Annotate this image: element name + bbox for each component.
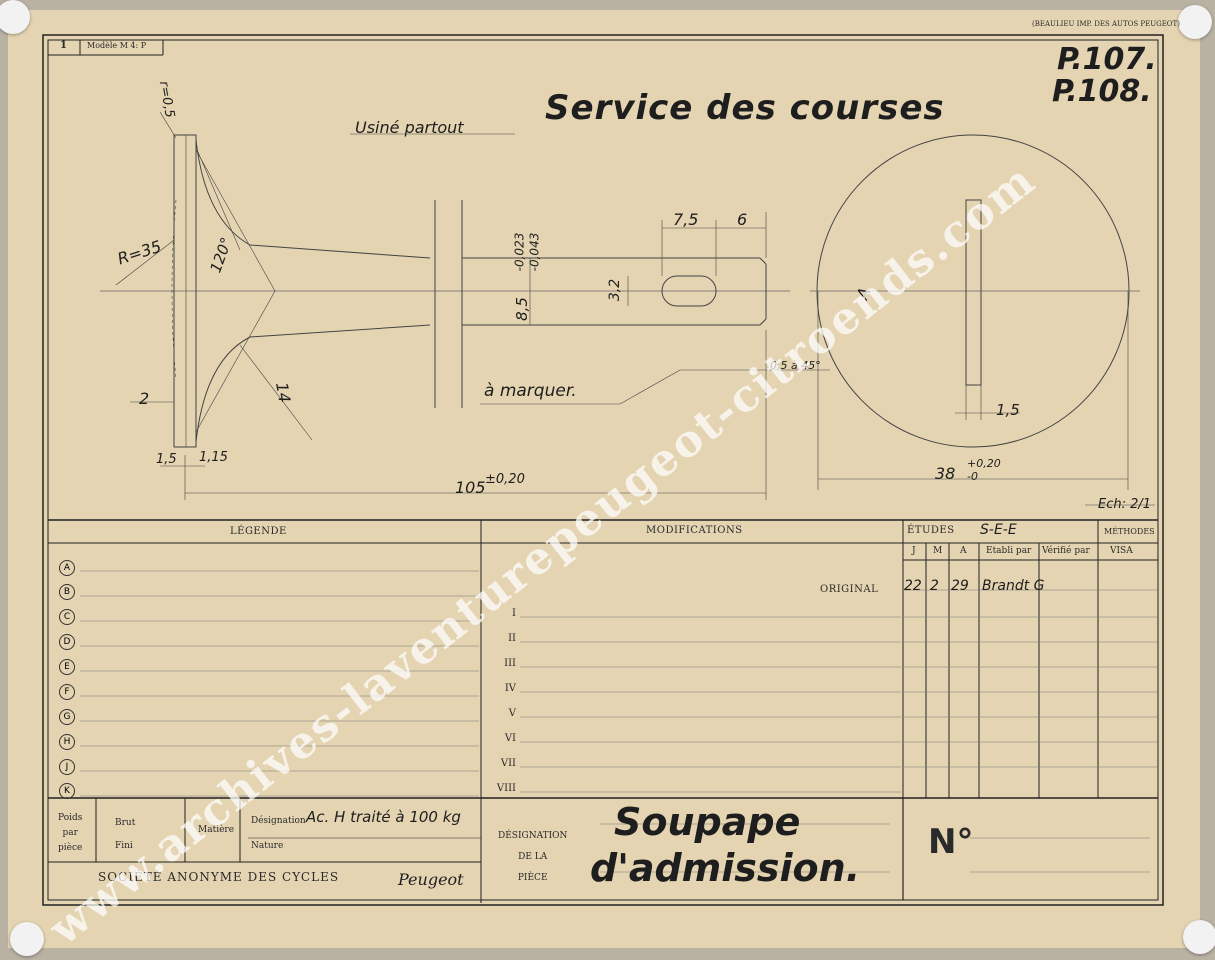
original-author: Brandt G xyxy=(982,578,1045,594)
etudes-label: ÉTUDES xyxy=(907,525,955,536)
piece-name-line1: Soupape xyxy=(614,800,801,844)
dim-slot-view-width: 1,5 xyxy=(996,401,1020,419)
poids-label: Poids par pièce xyxy=(58,813,83,853)
modification-row: VI xyxy=(504,733,516,744)
legend-item: E xyxy=(59,659,75,675)
dim-head-diameter: 38 xyxy=(935,464,956,483)
outer-frame xyxy=(42,34,1164,906)
legend-item: G xyxy=(59,709,75,725)
dim-1-5: 1,5 xyxy=(156,452,177,467)
inner-frame xyxy=(47,39,1159,901)
pin-bottom-right xyxy=(1183,920,1215,954)
brut-label: Brut xyxy=(115,818,136,828)
piece-name-line2: d'admission. xyxy=(590,846,861,890)
original-year: 29 xyxy=(951,578,969,594)
legend-header: LÉGENDE xyxy=(230,526,287,537)
drawing-title: Service des courses xyxy=(545,88,945,128)
legend-item: J xyxy=(59,759,75,775)
modification-row: VII xyxy=(500,758,516,769)
modification-row: III xyxy=(504,658,516,669)
legend-item: C xyxy=(59,609,75,625)
pin-top-right xyxy=(1178,5,1212,39)
sheet-number: 1 xyxy=(60,40,67,51)
dim-seat-width: 14 xyxy=(272,380,295,405)
pin-top-left xyxy=(0,0,30,34)
dim-end-length: 6 xyxy=(737,210,748,229)
original-month: 2 xyxy=(930,578,939,594)
original-label: ORIGINAL xyxy=(820,584,879,595)
original-day: 22 xyxy=(904,578,922,594)
modification-row: II xyxy=(508,633,516,644)
methodes-label: MÉTHODES xyxy=(1104,527,1155,536)
dim-slot-width: 3,2 xyxy=(607,278,624,302)
modifications-header: MODIFICATIONS xyxy=(646,525,743,536)
dim-slot-length: 7,5 xyxy=(673,210,699,229)
pin-bottom-left xyxy=(10,922,44,956)
dim-stem-diameter: 8,5 xyxy=(512,297,531,321)
machined-note: Usiné partout xyxy=(355,118,464,137)
part-number-1: P.107. xyxy=(1057,42,1157,77)
dim-head-tol-upper: +0,20 xyxy=(967,457,1001,470)
valve-end-view xyxy=(810,134,1155,506)
col-m: M xyxy=(933,546,943,556)
part-number-2: P.108. xyxy=(1052,74,1152,109)
col-etabli: Etabli par xyxy=(986,546,1032,556)
dim-total-length: 105 xyxy=(455,478,486,497)
ruled-lines xyxy=(80,570,1158,873)
nature-label: Nature xyxy=(251,841,284,851)
material-designation: Ac. H traité à 100 kg xyxy=(306,808,461,826)
col-a: A xyxy=(960,546,967,556)
dim-stem-tol-upper: -0,023 xyxy=(512,232,527,272)
etudes-value: S-E-E xyxy=(980,522,1017,538)
scale-label: Ech: 2/1 xyxy=(1098,497,1152,512)
col-visa: VISA xyxy=(1110,546,1133,556)
printer-mark: (BEAULIEU IMP. DES AUTOS PEUGEOT) xyxy=(1032,20,1180,28)
marking-note: à marquer. xyxy=(484,381,577,401)
legend-item: D xyxy=(59,634,75,650)
modification-row: V xyxy=(508,708,516,719)
matiere-label: Matière xyxy=(198,825,235,835)
model-code: Modèle M 4: P xyxy=(87,41,147,50)
piece-label: DÉSIGNATION DE LA PIÈCE xyxy=(498,831,568,883)
legend-item: H xyxy=(59,734,75,750)
modification-row: VIII xyxy=(496,783,516,794)
number-label: N° xyxy=(928,822,974,862)
modification-row: I xyxy=(512,608,516,619)
brand-logo: Peugeot xyxy=(398,870,464,889)
dim-face-thickness: 2 xyxy=(139,389,150,408)
legend-item: K xyxy=(59,783,75,799)
col-verifie: Vérifié par xyxy=(1042,546,1090,556)
valve-side-view xyxy=(100,111,830,500)
dim-chamfer: 0,5 à 45° xyxy=(770,359,821,372)
company-name: SOCIÉTÉ ANONYME DES CYCLES xyxy=(98,870,340,884)
modification-row: IV xyxy=(504,683,516,694)
dim-1-15: 1,15 xyxy=(199,450,228,465)
fini-label: Fini xyxy=(115,841,133,851)
title-block-grid xyxy=(48,519,1158,903)
dim-total-length-tol: ±0,20 xyxy=(485,472,525,487)
legend-item: B xyxy=(59,584,75,600)
designation-label: Désignation xyxy=(251,816,306,826)
col-j: J xyxy=(912,546,916,556)
dim-stem-tol-lower: -0,043 xyxy=(527,232,542,272)
legend-item: A xyxy=(59,560,75,576)
legend-item: F xyxy=(59,684,75,700)
dim-head-tol-lower: -0 xyxy=(967,470,978,483)
